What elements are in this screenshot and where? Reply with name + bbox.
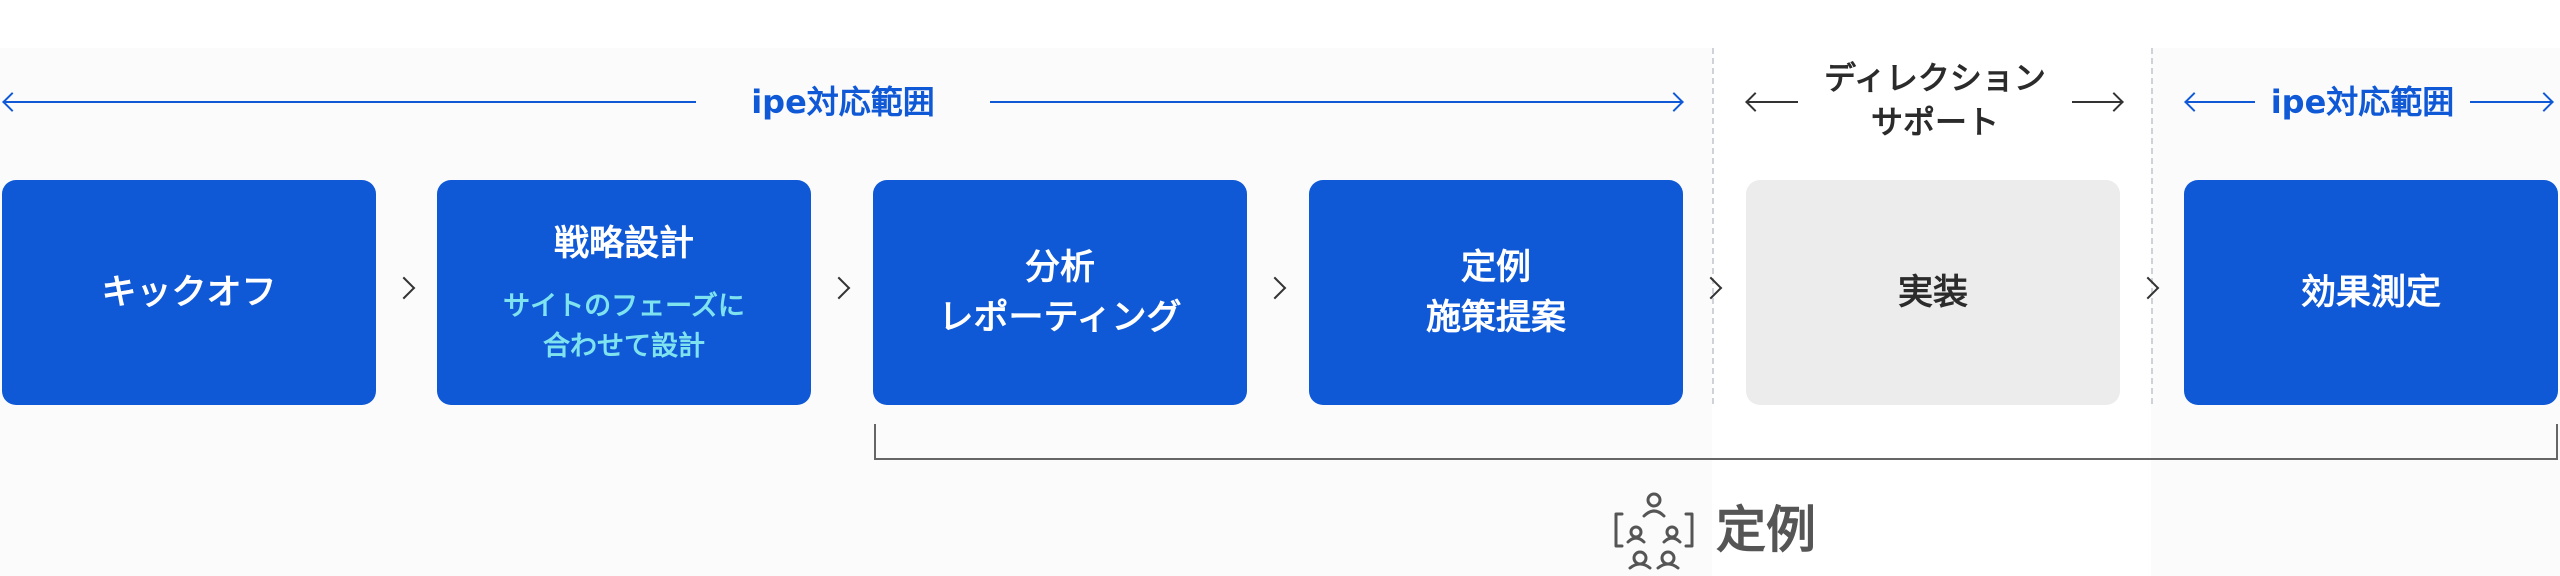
scope-line: [2470, 101, 2552, 103]
ipe-scope-label: ipe対応範囲: [751, 83, 935, 121]
step-title: 戦略設計: [553, 223, 694, 264]
meeting-label: 定例: [1716, 501, 1816, 559]
meeting-icon: [1614, 492, 1694, 570]
step-meeting-proposal: 定例 施策提案: [1309, 180, 1683, 405]
step-title-line1: 定例: [1460, 247, 1531, 288]
arrow-right-icon: [2104, 92, 2124, 112]
meeting-bracket: [874, 424, 2558, 460]
step-subtitle-line1: サイトのフェーズに: [503, 290, 745, 322]
direction-support-line1: ディレクション: [1824, 59, 2046, 97]
scope-line: [990, 101, 1682, 103]
step-implementation: 実装: [1746, 180, 2120, 405]
step-subtitle-line2: 合わせて設計: [543, 330, 705, 362]
arrow-left-icon: [1745, 92, 1765, 112]
scope-line: [2185, 101, 2255, 103]
ipe-scope-label: ipe対応範囲: [2270, 83, 2455, 121]
step-subtitle: サイトのフェーズに 合わせて設計: [503, 287, 745, 367]
scope-line: [4, 101, 696, 103]
step-effect-measurement: 効果測定: [2184, 180, 2558, 405]
scope-line: [2072, 101, 2122, 103]
step-title-line2: レポーティング: [938, 297, 1182, 338]
step-title-line2: 施策提案: [1425, 297, 1566, 338]
step-title: 効果測定: [2300, 272, 2441, 313]
step-analysis-reporting: 分析 レポーティング: [873, 180, 1247, 405]
step-title-line1: 分析: [1024, 247, 1095, 288]
step-title: キックオフ: [101, 272, 277, 313]
step-title: 実装: [1897, 272, 1968, 313]
section-divider-2: [2151, 48, 2153, 404]
direction-support-line2: サポート: [1870, 103, 1999, 141]
step-strategy-design: 戦略設計 サイトのフェーズに 合わせて設計: [437, 180, 811, 405]
scope-line: [1746, 101, 1798, 103]
direction-support-label: ディレクション サポート: [1800, 56, 2070, 144]
section-divider-1: [1712, 48, 1714, 404]
step-kickoff: キックオフ: [2, 180, 376, 405]
